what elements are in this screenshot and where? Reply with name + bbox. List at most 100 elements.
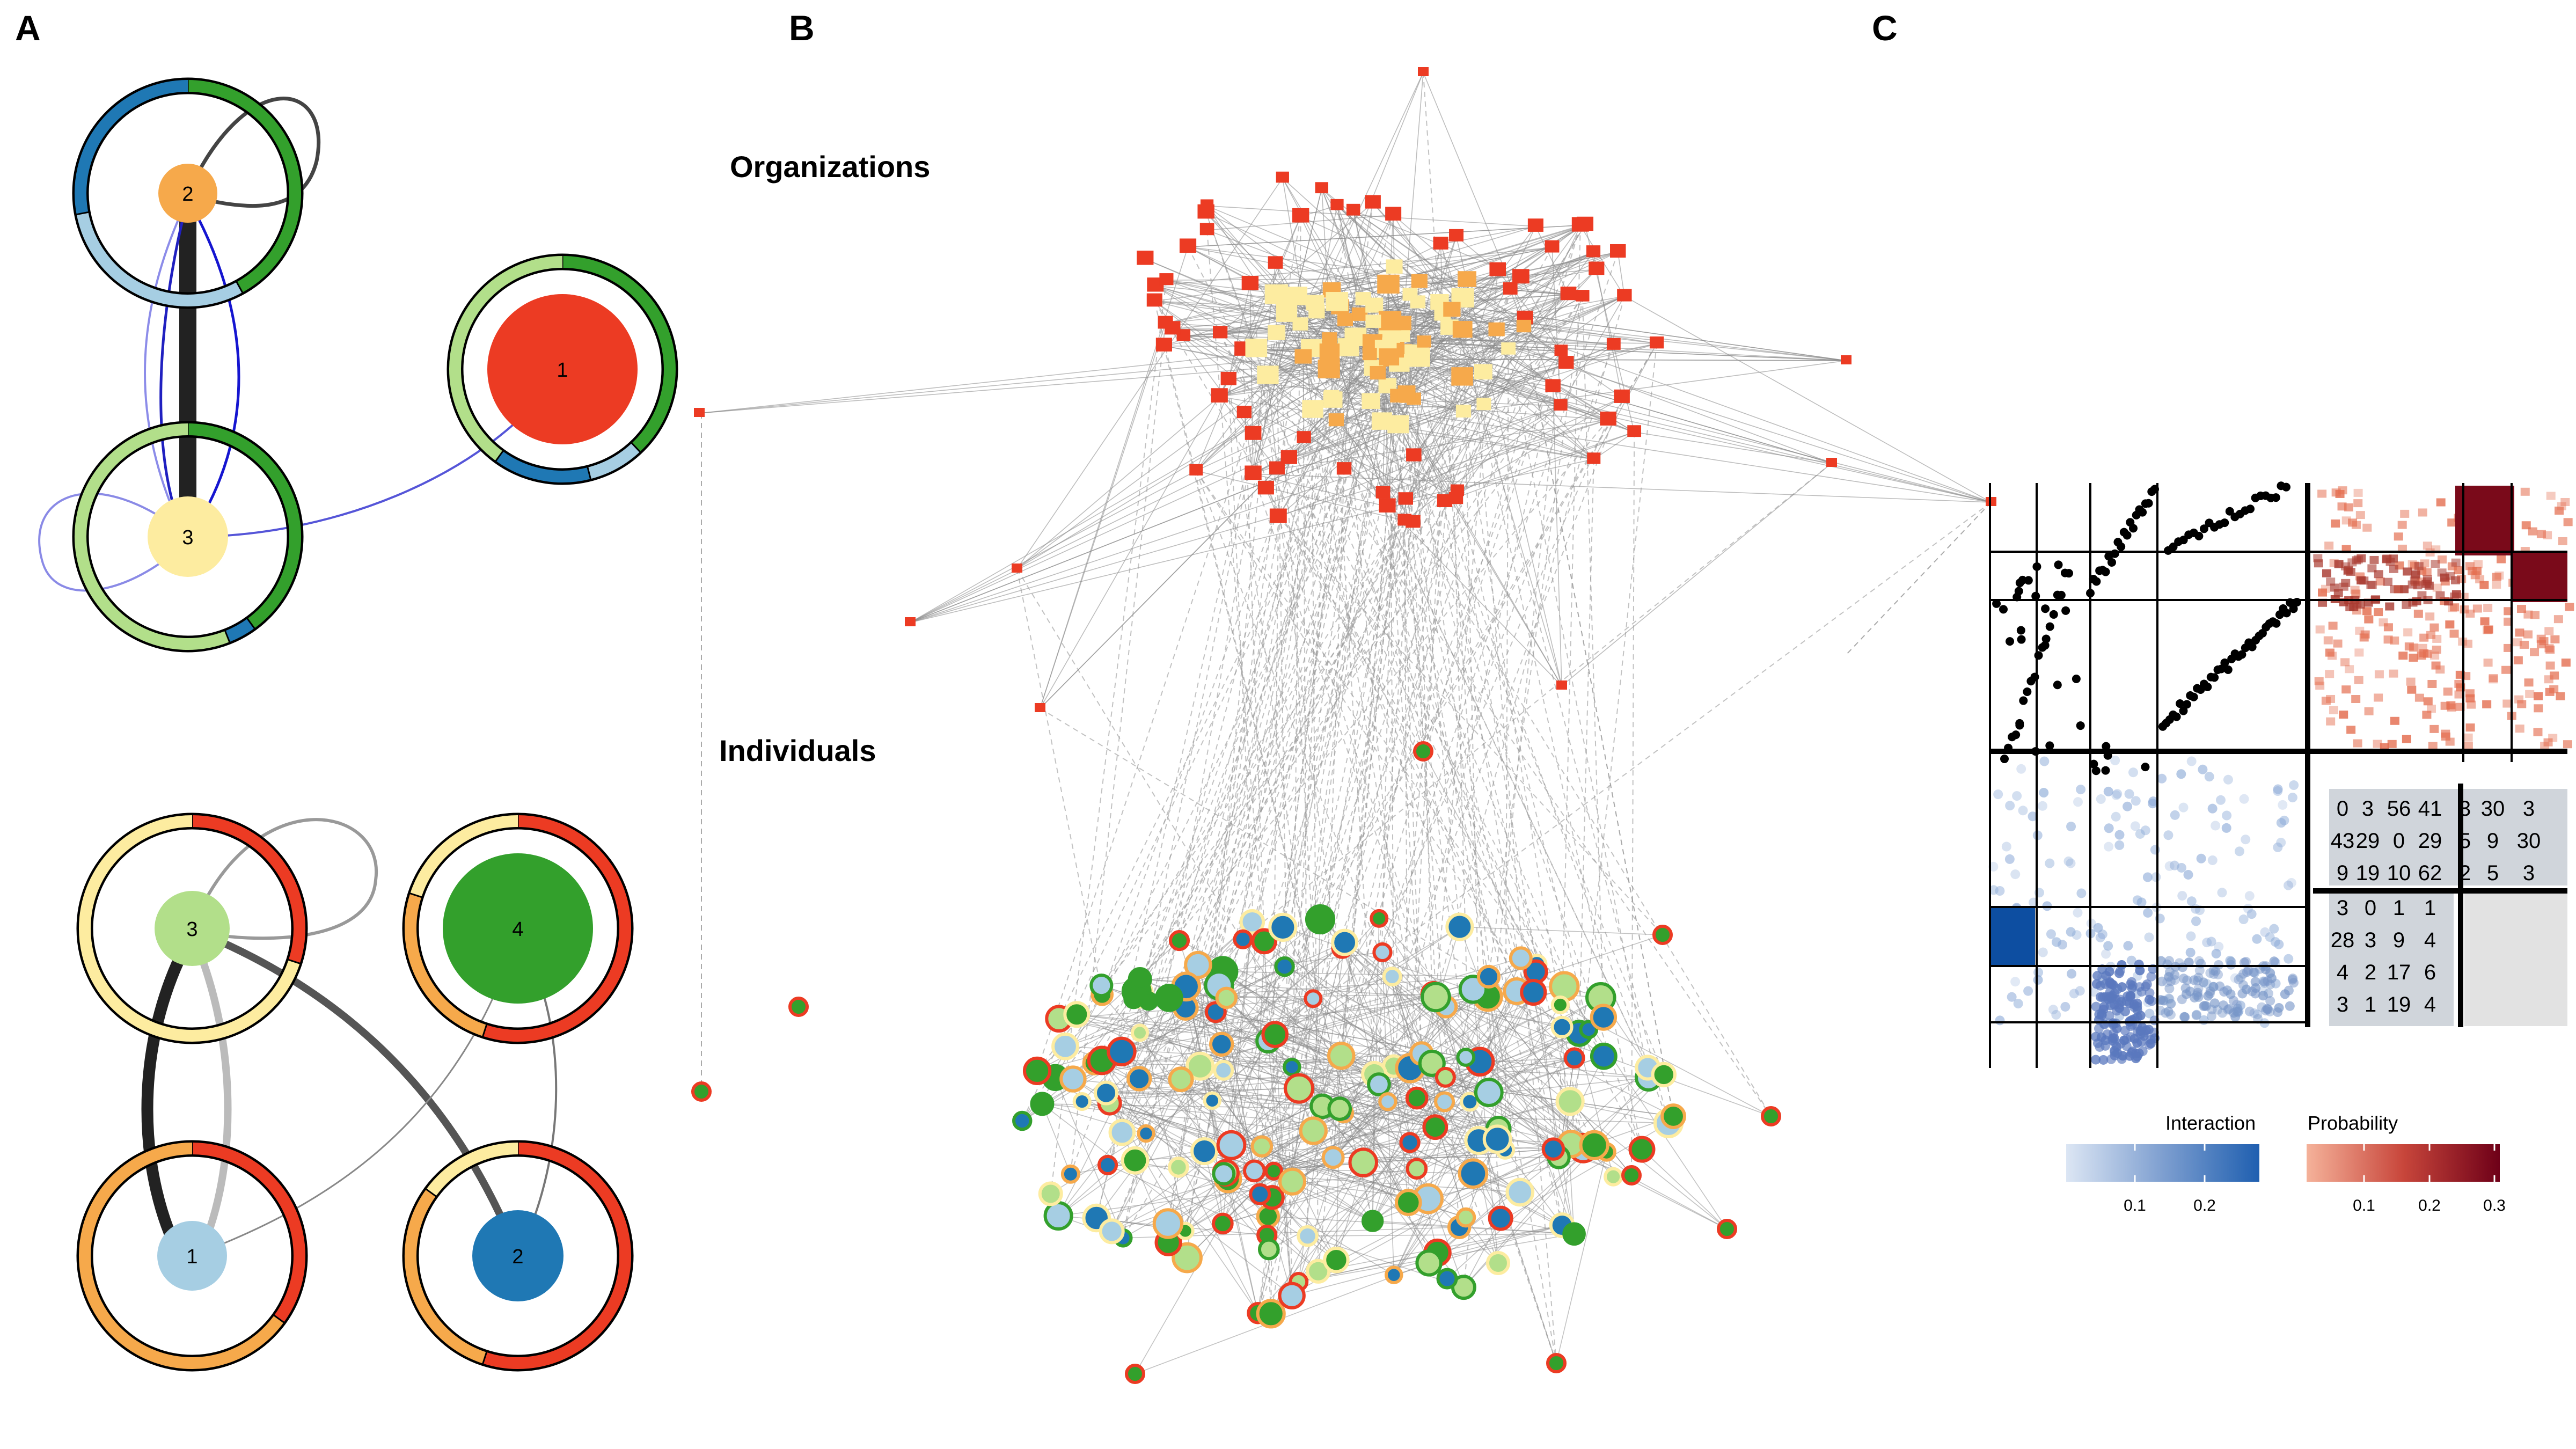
affiliation-dot — [2129, 524, 2138, 533]
probability-cell — [2353, 499, 2363, 508]
interaction-dot — [2095, 932, 2105, 942]
individual-node — [1268, 912, 1298, 942]
probability-cell — [2333, 639, 2343, 648]
individual-node — [1486, 1250, 1510, 1275]
probability-cell — [2523, 610, 2533, 619]
affiliation-dot — [2011, 730, 2021, 740]
interaction-dot — [2066, 927, 2076, 937]
probability-cell — [2354, 676, 2363, 684]
organization-node — [1035, 703, 1045, 712]
individual-node — [1505, 1177, 1535, 1207]
organization-node — [1600, 411, 1616, 426]
organization-node — [1554, 345, 1568, 356]
organization-node — [1292, 208, 1309, 223]
interaction-block-dark — [1991, 907, 2035, 966]
interaction-dot — [2183, 869, 2193, 880]
interaction-dot — [2189, 975, 2199, 985]
count-cell: 43 — [2331, 829, 2355, 853]
organization-node — [1545, 379, 1561, 392]
interaction-dot — [2135, 829, 2145, 839]
probability-cell — [2375, 577, 2385, 586]
probability-cell — [2502, 699, 2512, 708]
affiliation-dot — [2220, 658, 2229, 667]
block-bottom-node-2-center — [472, 1210, 564, 1301]
organization-node — [1351, 307, 1368, 321]
organization-node — [1375, 486, 1391, 499]
block-top-node-2-center — [158, 164, 217, 223]
probability-cell — [2394, 532, 2403, 541]
affiliation-dot — [2072, 674, 2081, 683]
probability-cell — [2406, 677, 2416, 686]
interaction-dot — [2241, 835, 2251, 845]
individual-node — [1043, 1201, 1073, 1231]
organization-node — [1394, 328, 1410, 342]
individual-node — [1579, 1130, 1609, 1160]
individual-node — [1405, 1086, 1429, 1110]
organization-node — [1294, 349, 1312, 364]
probability-cell — [2426, 705, 2436, 713]
probability-cell — [2390, 585, 2399, 594]
organization-node — [1501, 342, 1516, 355]
interaction-dot — [2045, 858, 2055, 868]
probability-cell — [2515, 628, 2524, 637]
block-top-node-3-label: 3 — [182, 526, 193, 549]
interaction-dot — [2128, 767, 2138, 778]
interaction-dot — [2112, 984, 2123, 994]
block-top-node-1-ring-segment — [449, 256, 563, 461]
probability-cell — [2561, 658, 2571, 667]
probability-cell — [2544, 627, 2554, 635]
affiliation-dot — [2194, 531, 2204, 540]
affiliation-dot — [2289, 604, 2298, 613]
interaction-dot — [2103, 786, 2113, 796]
probability-cell — [2423, 541, 2432, 550]
affiliation-dot — [2040, 641, 2050, 650]
probability-cell — [2330, 583, 2339, 592]
individual-node — [1590, 1042, 1618, 1070]
affiliation-dot — [2041, 634, 2051, 643]
organization-node — [1137, 251, 1154, 265]
affiliation-dot — [2076, 721, 2085, 730]
probability-cell — [2484, 625, 2493, 634]
probability-cell — [2346, 726, 2356, 734]
block-bottom-node-4-ring-segment — [482, 815, 631, 1042]
organization-node — [1308, 304, 1325, 319]
organization-node — [1558, 356, 1574, 369]
individual-node — [1415, 1249, 1443, 1277]
interaction-dot — [2106, 1054, 2116, 1064]
individual-node — [1327, 1096, 1352, 1121]
individual-node — [1094, 1080, 1119, 1106]
interaction-dot — [2191, 1010, 2201, 1020]
interaction-dot — [2075, 986, 2085, 996]
legend-interaction-title: Interaction — [2165, 1112, 2256, 1134]
individual-node — [1063, 1001, 1091, 1028]
block-bottom-node-4-ring-segment — [410, 815, 518, 897]
organization-node — [1292, 317, 1308, 331]
interaction-dot — [2269, 956, 2279, 967]
interaction-dot — [2067, 969, 2077, 979]
individual-node — [1418, 1049, 1446, 1077]
individual-node — [1284, 1073, 1315, 1104]
organization-node — [1245, 426, 1262, 440]
interaction-dot — [2076, 785, 2086, 795]
organization-node — [1315, 182, 1329, 194]
probability-cell — [2374, 608, 2383, 617]
interaction-dot — [2111, 811, 2121, 822]
organization-node — [1322, 332, 1337, 346]
individual-node — [1406, 1158, 1428, 1180]
count-cell: 30 — [2481, 797, 2505, 821]
interaction-dot — [1993, 789, 2003, 800]
interaction-dot — [2001, 841, 2011, 852]
individual-node — [1212, 1212, 1234, 1235]
interaction-dot — [2215, 795, 2226, 805]
interaction-dot — [2206, 1011, 2216, 1021]
organization-node — [1012, 564, 1022, 573]
block-top-node-3-ring-segment — [187, 423, 301, 628]
organization-node — [1554, 399, 1568, 411]
organization-nodes — [694, 67, 1996, 712]
affiliation-dot — [2102, 742, 2111, 751]
interaction-dot — [2117, 960, 2127, 970]
block-top-node-1-center — [487, 294, 638, 444]
organization-node — [1474, 364, 1492, 380]
individual-node — [1072, 1092, 1092, 1111]
panel-b-multilevel-network: Organizations Individuals — [691, 67, 1996, 1384]
